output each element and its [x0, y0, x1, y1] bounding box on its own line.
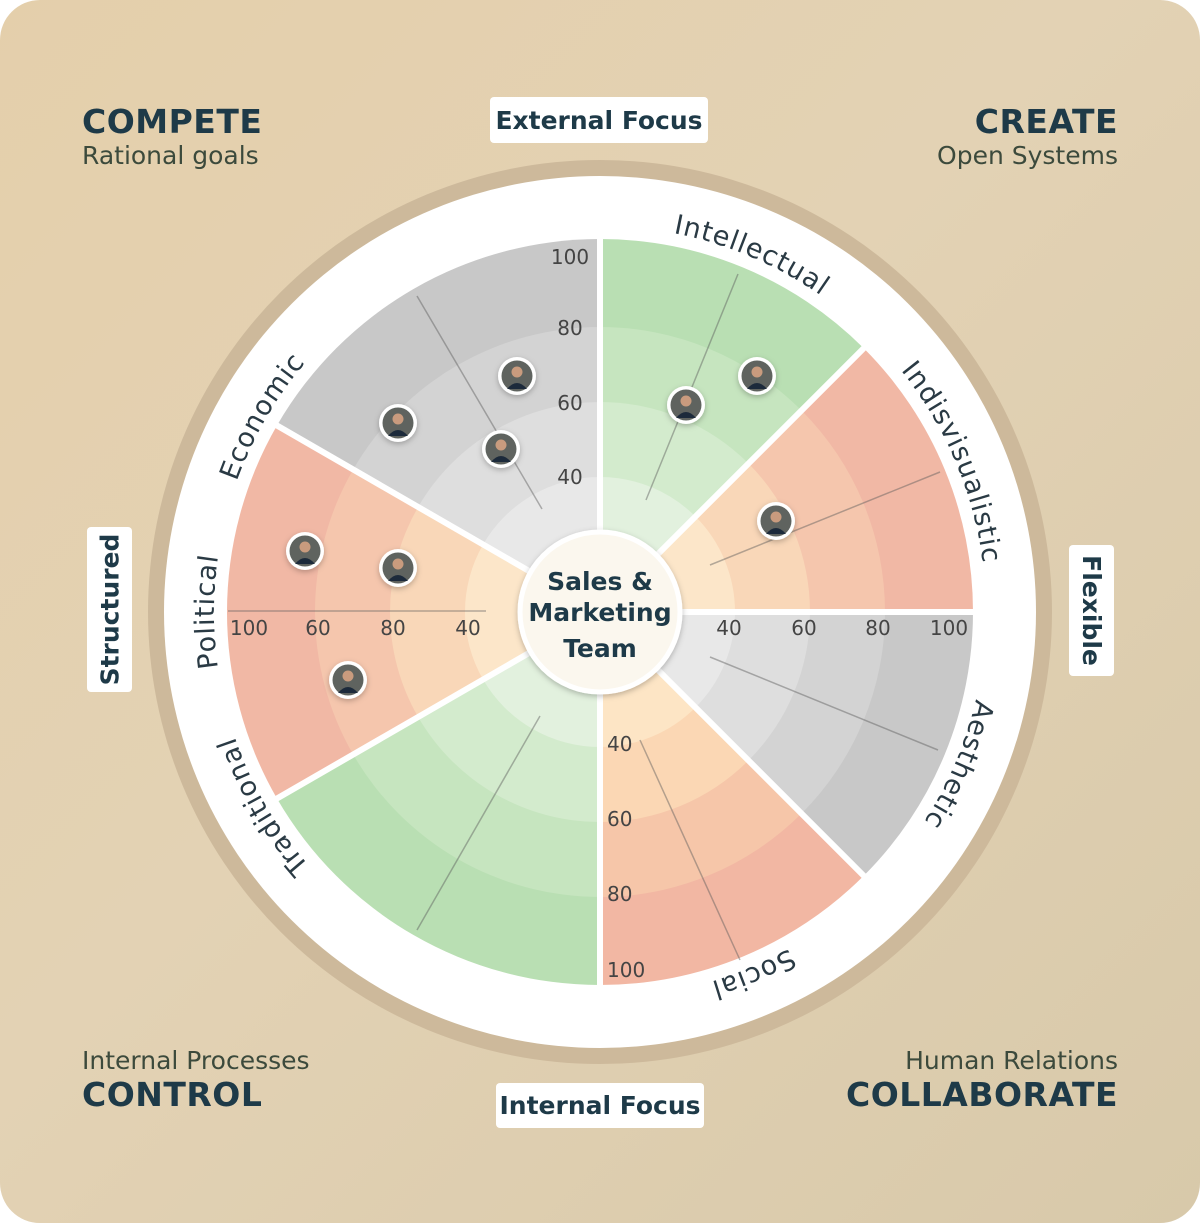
- sector-indisvisualistic: [600, 348, 973, 612]
- scale-label: 60: [791, 616, 816, 640]
- scale-label: 80: [607, 882, 632, 906]
- scale-label: 40: [716, 616, 741, 640]
- quadrant-subtitle: Open Systems: [937, 141, 1118, 170]
- axis-label-text: External Focus: [495, 105, 703, 135]
- center-label-line3: Team: [563, 634, 637, 663]
- person-icon: [392, 413, 404, 425]
- scale-label: 40: [455, 616, 480, 640]
- team-member-avatar[interactable]: [738, 357, 776, 395]
- trend-line: [416, 295, 543, 510]
- axis-label-internal-focus: Internal Focus: [496, 1083, 704, 1128]
- quadrant-title: COLLABORATE: [845, 1075, 1118, 1114]
- axis-label-text: Internal Focus: [499, 1091, 701, 1120]
- team-member-avatar[interactable]: [498, 357, 536, 395]
- scale-label: 60: [305, 616, 330, 640]
- scale-label: 100: [930, 616, 968, 640]
- person-icon: [511, 366, 523, 378]
- scale-label: 60: [557, 391, 582, 415]
- person-icon: [680, 395, 692, 407]
- scale-label: 80: [865, 616, 890, 640]
- axis-label-text: Structured: [95, 533, 124, 686]
- quadrant-subtitle: Internal Processes: [82, 1046, 310, 1075]
- trend-line: [709, 471, 941, 566]
- axis-label-flexible: Flexible: [1069, 545, 1114, 676]
- quadrant-subtitle: Human Relations: [905, 1046, 1118, 1075]
- quadrant-subtitle: Rational goals: [82, 141, 259, 170]
- scale-label: 40: [557, 465, 582, 489]
- scale-label: 80: [557, 316, 582, 340]
- trend-line: [639, 739, 741, 961]
- quadrant-title: CREATE: [974, 102, 1118, 141]
- axis-label-structured: Structured: [87, 527, 132, 692]
- scale-label: 80: [380, 616, 405, 640]
- center-label-line2: Marketing: [528, 598, 671, 627]
- quadrant-compete: COMPETE Rational goals: [82, 102, 262, 170]
- sector-political: [227, 425, 601, 799]
- team-member-avatar[interactable]: [667, 386, 705, 424]
- team-member-avatar[interactable]: [379, 549, 417, 587]
- quadrant-create: CREATE Open Systems: [937, 102, 1118, 170]
- team-member-avatar[interactable]: [286, 532, 324, 570]
- person-icon: [392, 558, 404, 570]
- person-icon: [751, 366, 763, 378]
- scale-label: 60: [607, 807, 632, 831]
- sector-label-political: Political: [190, 552, 225, 671]
- trend-line: [709, 656, 939, 751]
- team-member-avatar[interactable]: [757, 502, 795, 540]
- scale-label: 100: [230, 616, 268, 640]
- sector-economic: [276, 239, 600, 612]
- quadrant-title: COMPETE: [82, 102, 263, 141]
- quadrant-title: CONTROL: [82, 1075, 263, 1114]
- person-icon: [770, 511, 782, 523]
- scale-label: 40: [607, 732, 632, 756]
- axis-label-text: Flexible: [1077, 555, 1106, 666]
- team-member-avatar[interactable]: [329, 661, 367, 699]
- person-icon: [299, 541, 311, 553]
- scale-label: 100: [551, 245, 589, 269]
- person-icon: [495, 439, 507, 451]
- center-circle: [517, 529, 683, 695]
- center-label-line1: Sales &: [547, 567, 653, 596]
- trend-line: [416, 715, 541, 931]
- person-icon: [342, 670, 354, 682]
- quadrant-control: Internal Processes CONTROL: [82, 1046, 310, 1114]
- quadrant-collaborate: Human Relations COLLABORATE: [846, 1046, 1118, 1114]
- team-member-avatar[interactable]: [482, 430, 520, 468]
- axis-label-external-focus: External Focus: [490, 97, 708, 143]
- team-member-avatar[interactable]: [379, 404, 417, 442]
- scale-label: 100: [607, 958, 645, 982]
